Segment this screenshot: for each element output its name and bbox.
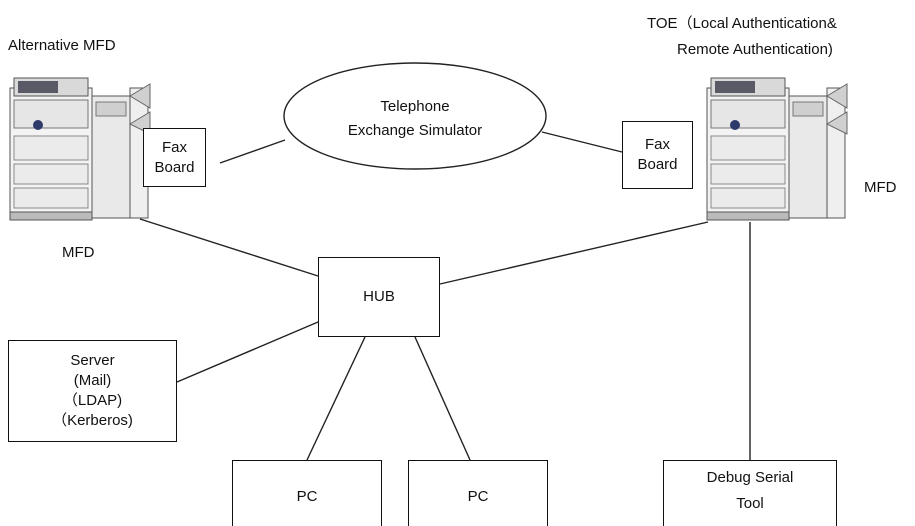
hub-label: HUB	[363, 288, 395, 305]
alt-mfd-printer-icon	[9, 77, 151, 221]
pc-2-label: PC	[467, 488, 489, 505]
link-altmfd-hub	[139, 218, 319, 277]
pc-1-label: PC	[296, 488, 318, 505]
link-simulator-faxright	[541, 131, 623, 153]
debug-serial-tool-box: Debug Serial Tool	[663, 460, 837, 526]
link-hub-pc1	[306, 336, 366, 461]
server-line3: （LDAP)	[62, 392, 123, 409]
simulator-line1: Telephone	[380, 98, 450, 115]
pc-box-1: PC	[232, 460, 382, 526]
simulator-line2: Exchange Simulator	[347, 122, 483, 139]
toe-mfd-printer-icon	[706, 77, 848, 221]
server-line2: (Mail)	[73, 372, 112, 389]
debug-line2: Tool	[736, 495, 764, 512]
pc-box-2: PC	[408, 460, 548, 526]
link-hub-pc2	[414, 336, 471, 461]
toe-mfd-caption: MFD	[864, 179, 897, 196]
server-box: Server (Mail) （LDAP) （Kerberos)	[8, 340, 177, 442]
simulator-label: Telephone Exchange Simulator	[300, 95, 530, 143]
link-server-hub	[176, 321, 319, 383]
fax-board-right: Fax Board	[622, 121, 693, 189]
debug-line1: Debug Serial	[706, 469, 794, 486]
toe-title-line2: Remote Authentication)	[677, 41, 833, 58]
fax-board-left: Fax Board	[143, 128, 206, 187]
simulator-ellipse	[283, 62, 547, 170]
link-faxleft-simulator	[219, 139, 286, 164]
server-line1: Server	[70, 352, 115, 369]
toe-title-line1: TOE（Local Authentication&	[647, 15, 837, 32]
fax-board-left-line1: Fax	[161, 138, 187, 156]
fax-board-left-line2: Board	[154, 158, 195, 176]
alt-mfd-caption: MFD	[62, 244, 95, 261]
alt-mfd-title: Alternative MFD	[8, 37, 116, 54]
hub-box: HUB	[318, 257, 440, 337]
server-line4: （Kerberos)	[52, 412, 133, 429]
fax-board-right-line2: Board	[637, 156, 678, 173]
link-toe-hub	[439, 221, 709, 285]
fax-board-right-line1: Fax	[644, 136, 670, 153]
